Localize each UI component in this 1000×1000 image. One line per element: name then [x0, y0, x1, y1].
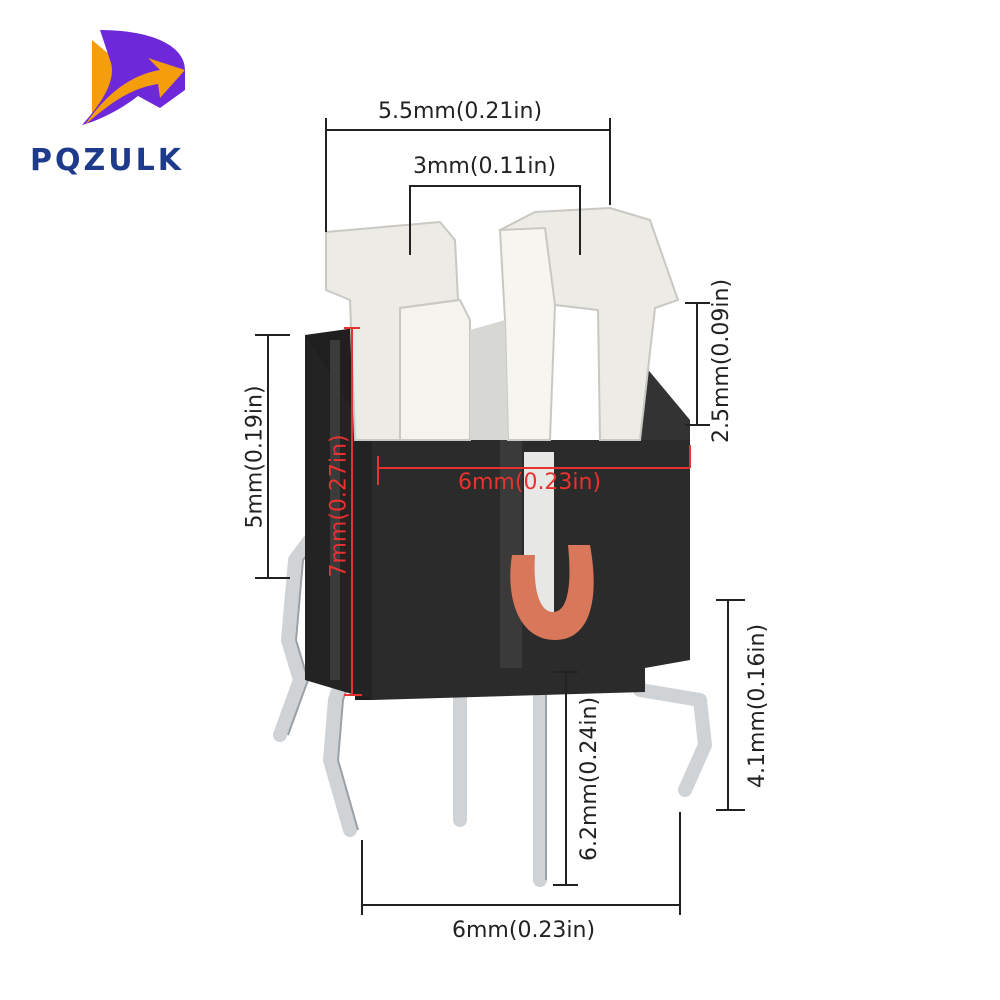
dim-bottom-width: 6mm(0.23in) — [452, 918, 596, 943]
dim-total-height: 7mm(0.27in) — [326, 434, 352, 578]
dim-top-width: 5.5mm(0.21in) — [378, 99, 543, 124]
dim-pin-length: 6.2mm(0.24in) — [577, 696, 603, 862]
dim-body-width: 6mm(0.23in) — [458, 470, 602, 495]
dim-body-height: 5mm(0.19in) — [242, 385, 268, 529]
switch-caps — [325, 206, 680, 441]
dim-cap-gap: 3mm(0.11in) — [413, 154, 557, 179]
red-dimension-lines — [344, 327, 691, 696]
dim-cap-height: 2.5mm(0.09in) — [709, 278, 735, 444]
dimension-lines — [255, 118, 745, 915]
dim-pin-spread: 4.1mm(0.16in) — [745, 623, 771, 789]
brand-logo-icon — [82, 30, 185, 125]
led-contact-icon — [510, 452, 594, 640]
brand-name: PQZULK — [30, 143, 184, 178]
